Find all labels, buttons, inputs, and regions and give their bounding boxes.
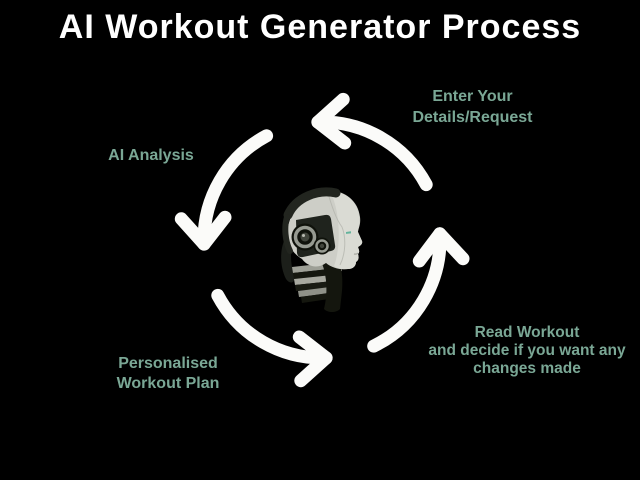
- step-label-personalised-plan: Personalised Workout Plan: [93, 354, 243, 394]
- step-line: Enter Your: [432, 88, 513, 105]
- step-line: Details/Request: [412, 109, 533, 126]
- step-line: changes made: [473, 360, 581, 377]
- step-line: AI Analysis: [108, 147, 194, 164]
- step-label-enter-details: Enter Your Details/Request: [385, 86, 560, 128]
- step-line: and decide if you want any: [428, 342, 626, 359]
- step-line: Personalised: [118, 355, 218, 372]
- arrow-read-to-enter: [367, 227, 470, 353]
- step-label-ai-analysis: AI Analysis: [91, 146, 211, 166]
- robot-head-image: [281, 187, 363, 312]
- page-title: AI Workout Generator Process: [58, 8, 582, 46]
- arrow-plan-to-read: [211, 288, 333, 388]
- step-line: Workout Plan: [116, 375, 220, 392]
- arrow-enter-to-analysis: [311, 92, 433, 192]
- arrow-analysis-to-plan: [174, 129, 274, 251]
- step-label-read-workout: Read Workout and decide if you want any …: [412, 324, 640, 378]
- step-line: Read Workout: [474, 324, 580, 341]
